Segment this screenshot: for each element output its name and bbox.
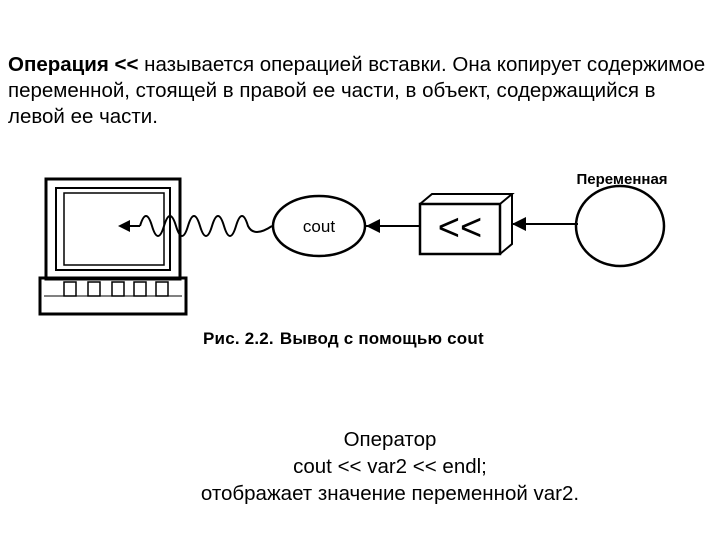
footer-line-1: Оператор [343, 428, 437, 451]
footer-line-3: отображает значение переменной var2. [200, 482, 580, 505]
caption-prefix: Рис. 2.2. [203, 329, 274, 348]
arrowhead-to-box [512, 217, 526, 231]
operator-symbol: << [438, 207, 482, 249]
keyboard-keys [63, 281, 169, 297]
cout-ellipse [271, 194, 367, 258]
screen-arrowhead [118, 220, 140, 232]
intro-text: называется операцией вставки. Она копиру… [8, 53, 706, 128]
caption-text: Вывод с помощью cout [279, 329, 484, 348]
cout-label: cout [303, 217, 335, 236]
arrowhead-to-cout [366, 219, 380, 233]
variable-ellipse [574, 184, 666, 268]
footer-text: Оператор cout << var2 << endl; отображае… [0, 426, 720, 507]
intro-paragraph: Операция << называется операцией вставки… [8, 52, 708, 130]
variable-label: Переменная [576, 171, 667, 188]
computer-icon [38, 177, 188, 316]
output-diagram: cout << Переменная [0, 160, 720, 360]
footer-line-2: cout << var2 << endl; [293, 455, 487, 478]
signal-wave [139, 215, 273, 237]
diagram-svg: cout << Переменная [38, 171, 668, 316]
intro-term: Операция << [8, 53, 139, 76]
figure-caption: Рис. 2.2. Вывод с помощью cout [203, 329, 484, 349]
operator-box: << [418, 193, 515, 256]
